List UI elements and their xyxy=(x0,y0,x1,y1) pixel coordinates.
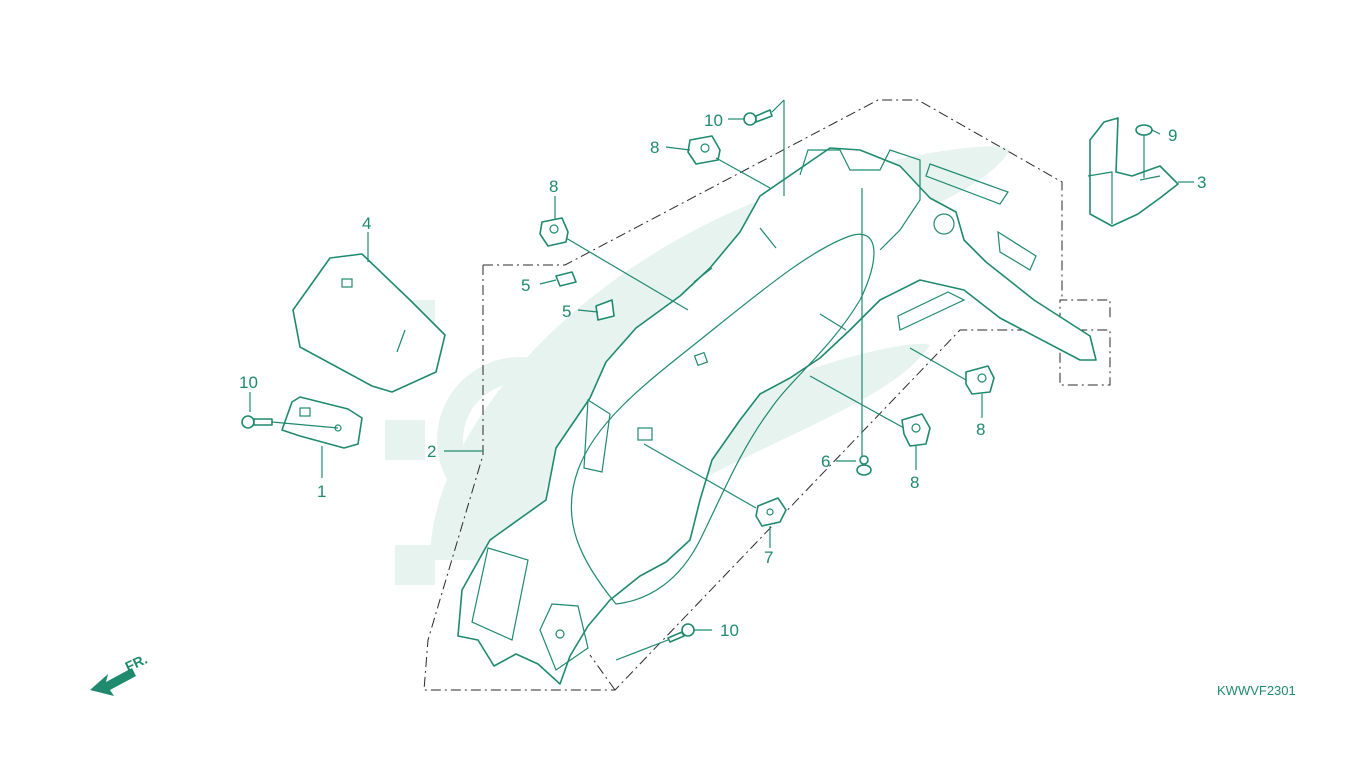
phantom-outlines xyxy=(423,99,1111,691)
grommet-6 xyxy=(856,455,872,476)
part-5-pad-upper xyxy=(555,271,577,287)
bolt-10-left xyxy=(241,415,273,429)
clip-nut-8-right xyxy=(965,365,995,395)
callout-8-right: 8 xyxy=(976,420,985,439)
callout-8-mid: 8 xyxy=(910,473,919,492)
drawing-code: KWWVF2301 xyxy=(1217,683,1296,698)
callout-7: 7 xyxy=(764,548,773,567)
clip-7 xyxy=(755,497,787,527)
part-3-bracket xyxy=(1087,117,1179,227)
part-4-cover xyxy=(292,253,446,393)
callout-5-upper: 5 xyxy=(521,276,530,295)
callouts: 4 10 1 2 5 5 8 8 10 9 3 6 8 8 7 10 xyxy=(239,111,1206,640)
front-direction-label: FR. xyxy=(123,651,150,675)
callout-8-top: 8 xyxy=(650,138,659,157)
callout-9: 9 xyxy=(1168,126,1177,145)
clip-nut-8-top xyxy=(687,135,721,165)
part-5-pad-lower xyxy=(595,299,615,321)
screw-9 xyxy=(1135,124,1153,158)
callout-3: 3 xyxy=(1197,173,1206,192)
callout-2: 2 xyxy=(427,442,436,461)
bolt-10-top xyxy=(743,109,773,126)
callout-10-left: 10 xyxy=(239,373,258,392)
callout-6: 6 xyxy=(821,452,830,471)
clip-nut-8-mid xyxy=(901,413,931,447)
part-2-rear-fender xyxy=(457,147,1097,685)
front-direction-arrow: FR. xyxy=(90,651,150,696)
leader-lines xyxy=(249,99,1194,661)
callout-4: 4 xyxy=(362,214,371,233)
callout-8-left: 8 xyxy=(549,177,558,196)
clip-nut-8-left xyxy=(539,217,569,247)
bolt-10-bottom xyxy=(667,623,695,643)
callout-10-bottom: 10 xyxy=(720,621,739,640)
callout-1: 1 xyxy=(317,482,326,501)
callout-10-top: 10 xyxy=(704,111,723,130)
part-1-bracket xyxy=(281,396,363,449)
callout-5-lower: 5 xyxy=(562,302,571,321)
